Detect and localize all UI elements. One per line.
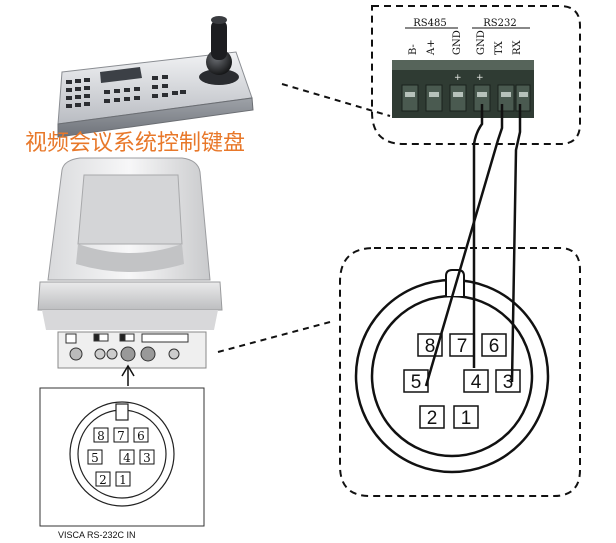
camera-callout xyxy=(217,321,331,353)
svg-text:+: + xyxy=(454,73,462,83)
din-large-pins: 8 7 6 5 4 3 2 1 xyxy=(403,333,521,429)
din-large-pin-1: 1 xyxy=(461,408,472,429)
terminal-pin-labels: B- A+ GND GND TX RX xyxy=(408,30,523,56)
camera-rear-ports xyxy=(65,333,189,362)
din-small-pin-5: 5 xyxy=(91,451,99,465)
din-small-pin-7: 7 xyxy=(117,429,125,443)
pin-label-tx: TX xyxy=(494,40,505,55)
pin-label-gnd-1: GND xyxy=(452,30,463,55)
wire-tx-to-pin5 xyxy=(424,104,504,387)
din-large-pin-5: 5 xyxy=(411,372,422,393)
pin-label-gnd-2: GND xyxy=(476,30,487,55)
din-large-pin-7: 7 xyxy=(457,336,468,357)
wire-gnd-to-pin4 xyxy=(472,104,484,368)
din-large-dashed-frame xyxy=(339,247,581,497)
rs485-label: RS485 xyxy=(413,18,446,29)
din-small-pin-6: 6 xyxy=(137,429,145,443)
keyboard-caption: 视频会议系统控制键盘 xyxy=(25,130,245,155)
wiring xyxy=(424,104,522,387)
din-large-pin-8: 8 xyxy=(425,336,436,357)
pin-label-b-minus: B- xyxy=(408,44,419,55)
din-small-connector xyxy=(69,401,175,507)
wire-rx-to-pin3 xyxy=(510,104,522,383)
pin-label-rx: RX xyxy=(512,39,523,55)
svg-text:+: + xyxy=(476,73,484,83)
din-small-pin-4: 4 xyxy=(123,451,131,465)
control-keyboard xyxy=(57,16,254,138)
din-large-pin-6: 6 xyxy=(489,336,500,357)
din-small-pins: 8 7 6 5 4 3 2 1 xyxy=(87,427,155,487)
pin-label-a-plus: A+ xyxy=(426,39,437,56)
rs-group-labels: RS485 RS232 xyxy=(405,18,530,29)
din-small-pin-3: 3 xyxy=(143,451,151,465)
rs232-label: RS232 xyxy=(483,18,516,29)
ptz-camera xyxy=(37,157,223,369)
inset-callout-arrow xyxy=(121,364,135,377)
keyboard-callout xyxy=(281,83,391,117)
terminal-dashed-frame xyxy=(371,5,581,145)
din-small-pin-8: 8 xyxy=(97,429,105,443)
din-large-pin-3: 3 xyxy=(503,372,514,393)
din-small-pin-1: 1 xyxy=(119,473,127,487)
terminal-block: + + xyxy=(392,60,534,118)
din-small-caption: VISCA RS-232C IN xyxy=(58,530,136,540)
din-large-pin-2: 2 xyxy=(427,408,438,429)
din-small-pin-2: 2 xyxy=(99,473,107,487)
din-large-pin-4: 4 xyxy=(471,372,482,393)
terminal-screws xyxy=(401,84,531,112)
